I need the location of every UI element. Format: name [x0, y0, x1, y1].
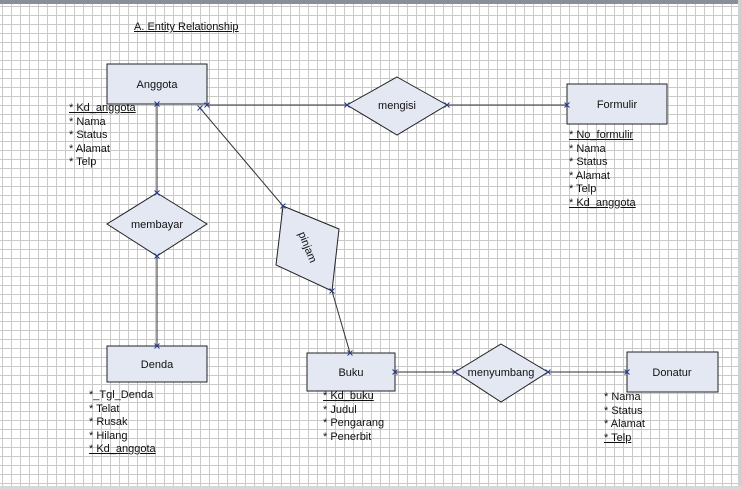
connection-handle-icon[interactable] — [347, 350, 353, 356]
attribute-item: * Kd_anggota — [89, 443, 156, 456]
entity-donatur-label: Donatur — [652, 367, 691, 379]
attribute-item: * Status — [569, 156, 608, 169]
connection-handle-icon[interactable] — [154, 253, 160, 259]
connection-handle-icon[interactable] — [154, 343, 160, 349]
attribute-item: * Nama — [69, 115, 106, 128]
entity-anggota-label: Anggota — [137, 79, 179, 91]
connection-handle-icon[interactable] — [280, 203, 286, 209]
connection-handle-icon[interactable] — [452, 369, 458, 375]
attribute-item: * Penerbit — [323, 430, 372, 443]
connection-handle-icon[interactable] — [204, 102, 210, 108]
connector-pinjam-buku[interactable] — [331, 290, 351, 354]
connection-handle-icon[interactable] — [154, 190, 160, 196]
attribute-item: * Telp — [69, 156, 97, 169]
entity-anggota[interactable]: Anggota — [106, 63, 208, 105]
attribute-item: * No_formulir — [569, 129, 634, 141]
attribute-item: * Status — [69, 129, 108, 142]
connection-handle-icon[interactable] — [624, 369, 630, 375]
attribute-list-donatur: * Nama * Status * Alamat * Telp — [604, 391, 645, 445]
relationship-menyumbang[interactable]: menyumbang — [454, 343, 549, 403]
connection-handle-icon[interactable] — [392, 369, 398, 375]
relationship-membayar[interactable]: membayar — [106, 192, 208, 257]
window-top-border — [0, 0, 742, 4]
attribute-item: * Telp — [604, 431, 632, 444]
attribute-item: *_Tgl_Denda — [89, 389, 154, 401]
entity-formulir-label: Formulir — [597, 99, 638, 111]
attribute-item: * Alamat — [69, 142, 110, 155]
attribute-item: * Status — [604, 404, 643, 417]
connection-handle-icon[interactable] — [444, 102, 450, 108]
scrollbar-edge — [738, 0, 742, 490]
relationship-membayar-label: membayar — [131, 219, 183, 231]
window-bottom-border — [0, 486, 742, 490]
connection-handle-icon[interactable] — [329, 288, 335, 294]
attribute-item: * Rusak — [89, 416, 128, 429]
attribute-item: * Kd_anggota — [69, 102, 136, 114]
connection-handle-icon[interactable] — [197, 105, 203, 111]
attribute-list-formulir: * No_formulir * Nama * Status * Alamat *… — [569, 129, 636, 211]
attribute-item: * Judul — [323, 403, 357, 416]
entity-buku[interactable]: Buku — [306, 352, 396, 392]
entity-formulir[interactable]: Formulir — [566, 83, 668, 125]
attribute-item: * Hilang — [89, 429, 128, 442]
relationship-menyumbang-label: menyumbang — [468, 367, 535, 379]
connection-handle-icon[interactable] — [154, 101, 160, 107]
relationship-mengisi[interactable]: mengisi — [346, 76, 448, 136]
connection-handle-icon[interactable] — [545, 369, 551, 375]
connection-handle-icon[interactable] — [564, 102, 570, 108]
connector-lines — [156, 104, 627, 373]
entity-donatur[interactable]: Donatur — [626, 351, 719, 393]
attribute-item: * Pengarang — [323, 417, 385, 430]
attribute-list-anggota: * Kd_anggota * Nama * Status * Alamat * … — [69, 102, 136, 170]
attribute-item: * Nama — [569, 142, 606, 155]
attribute-list-buku: * Kd_buku * Judul * Pengarang * Penerbit — [323, 390, 384, 444]
attribute-list-denda: *_Tgl_Denda * Telat * Rusak * Hilang * K… — [89, 389, 156, 457]
entity-denda[interactable]: Denda — [106, 345, 208, 383]
relationship-pinjam[interactable]: pinjam — [275, 205, 340, 292]
connector-anggota-pinjam[interactable] — [199, 107, 284, 207]
attribute-item: * Telat — [89, 402, 120, 415]
connection-handle-icon[interactable] — [344, 102, 350, 108]
entity-buku-label: Buku — [338, 367, 363, 379]
entity-denda-label: Denda — [141, 359, 174, 371]
attribute-item: * Kd_anggota — [569, 196, 636, 209]
attribute-item: * Kd_buku — [323, 390, 374, 402]
selection-handles — [154, 101, 630, 375]
attribute-item: * Alamat — [604, 418, 645, 431]
diagram-title: A. Entity Relationship — [134, 21, 239, 33]
attribute-item: * Alamat — [569, 169, 610, 182]
attribute-item: * Nama — [604, 391, 641, 403]
attribute-item: * Telp — [569, 183, 597, 196]
relationship-mengisi-label: mengisi — [378, 100, 416, 112]
